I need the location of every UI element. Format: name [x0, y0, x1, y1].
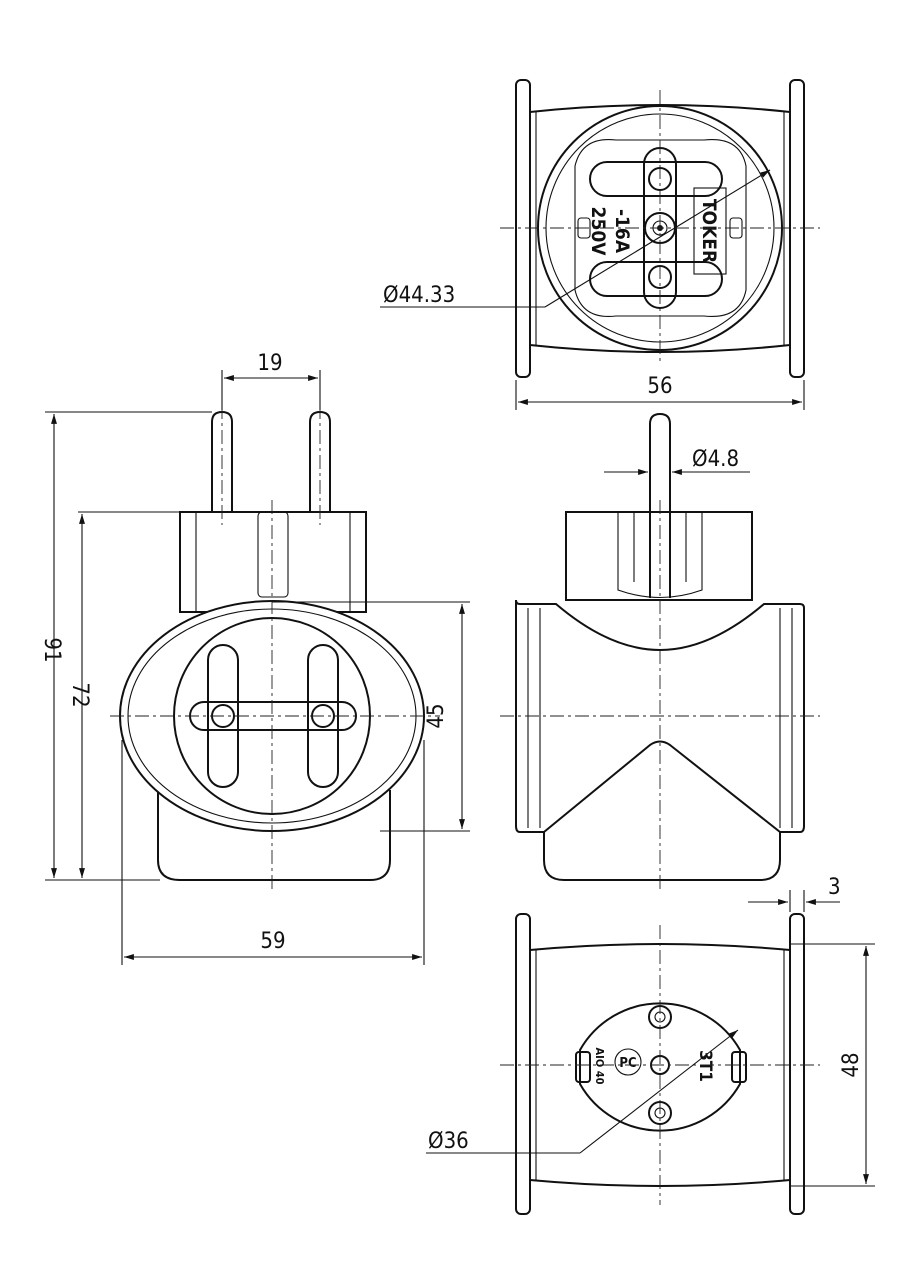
current-rating-marking: -16A	[611, 209, 633, 254]
dim-top-width: 56	[647, 374, 672, 399]
dim-socket-height: 45	[424, 703, 449, 728]
top-view: TOKER -16A 250V Ø44.33 56	[380, 79, 820, 410]
side-view: Ø4.8	[500, 412, 820, 890]
cert-mark-logo: PC	[619, 1056, 636, 1071]
dim-total-height: 91	[39, 637, 64, 662]
front-view: 19 91 72 45 59	[39, 351, 470, 965]
bottom-code-marking: 3T1	[695, 1050, 715, 1082]
dim-body-height: 72	[67, 682, 92, 707]
cert-code-marking: AIO 40	[593, 1048, 606, 1085]
dim-pin-spacing: 19	[257, 351, 282, 376]
dim-pin-diameter: Ø4.8	[692, 447, 739, 472]
brand-marking: TOKER	[698, 199, 720, 263]
bottom-view: PC 3T1 AIO 40 Ø36 3 48	[426, 875, 875, 1215]
dim-top-diameter: Ø44.33	[383, 283, 455, 308]
dim-bottom-height: 48	[839, 1052, 864, 1077]
dim-front-width: 59	[260, 929, 285, 954]
voltage-rating-marking: 250V	[587, 207, 609, 257]
dim-bottom-diameter: Ø36	[428, 1129, 469, 1154]
dim-flange-thickness: 3	[828, 875, 841, 900]
